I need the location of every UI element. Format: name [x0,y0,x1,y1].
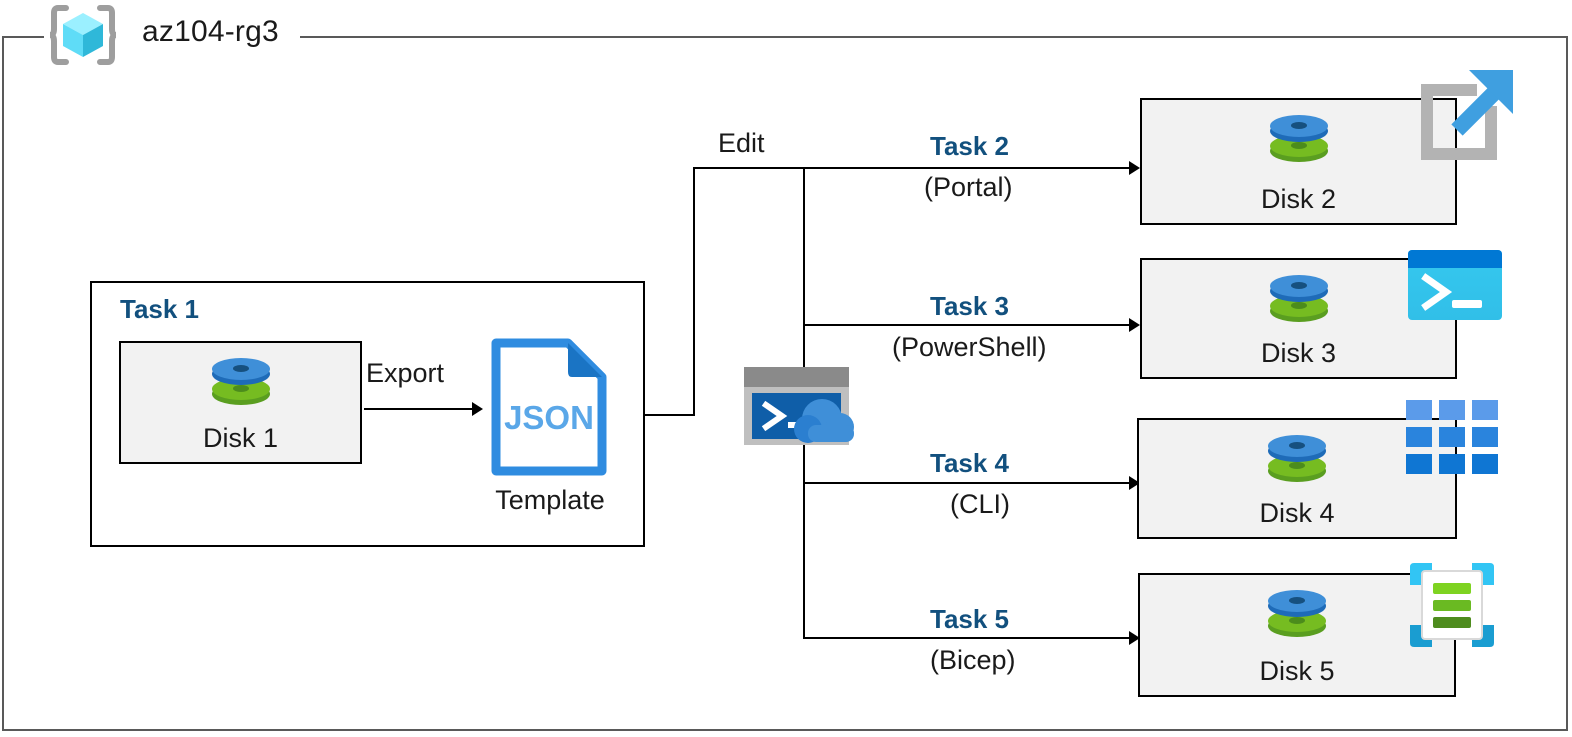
disk-3-box[interactable]: Disk 3 [1140,258,1457,379]
trunk-segment-from-template [645,414,695,416]
task4-method: (CLI) [950,489,1010,519]
export-arrow-line [364,408,474,410]
disk-5-caption: Disk 5 [1259,656,1335,686]
disk-4-caption: Disk 4 [1259,498,1335,528]
task4-arrow-line [803,482,1133,484]
task4-arrow-head [1129,476,1140,490]
disk-1-caption: Disk 1 [202,423,278,453]
disk-2-caption: Disk 2 [1260,184,1336,214]
disk-3-caption: Disk 3 [1260,338,1336,368]
task3-label: Task 3 [930,291,1010,321]
bicep-icon[interactable] [1406,559,1498,656]
task1-label: Task 1 [120,294,200,324]
resource-group-name: az104-rg3 [142,15,279,48]
resource-group-cube-icon [48,2,118,68]
task5-label: Task 5 [930,604,1010,634]
trunk-segment-riser [693,167,695,416]
task5-arrow-line [803,637,1133,639]
disk-1-box[interactable]: Disk 1 [119,341,362,464]
task2-method: (Portal) [924,172,1013,202]
json-file-icon[interactable]: JSON [490,337,608,477]
export-label: Export [366,358,445,388]
task2-arrow-head [1129,161,1140,175]
resource-group-border-right [1566,36,1568,731]
task5-arrow-head [1129,631,1140,645]
cloud-shell-icon[interactable] [744,367,864,445]
task3-method: (PowerShell) [892,332,1047,362]
task5-method: (Bicep) [930,645,1016,675]
disk-icon [1269,114,1328,170]
disk-5-box[interactable]: Disk 5 [1138,573,1456,697]
task4-label: Task 4 [930,448,1010,478]
disk-icon [211,357,270,413]
task3-arrow-line [803,324,1133,326]
powershell-icon[interactable] [1408,250,1502,325]
task3-arrow-head [1129,318,1140,332]
template-caption: Template [495,485,605,515]
disk-icon [1268,589,1326,645]
resource-group-border-top-right [300,36,1568,38]
trunk-segment-top [693,167,1133,169]
export-arrow-head [472,402,483,416]
disk-2-box[interactable]: Disk 2 [1140,98,1457,225]
disk-icon [1269,274,1328,330]
task2-label: Task 2 [930,131,1010,161]
disk-icon [1268,434,1326,490]
json-file-type: JSON [504,399,594,436]
resource-group-border-bottom [2,729,1568,731]
disk-4-box[interactable]: Disk 4 [1137,418,1457,539]
azure-portal-icon[interactable] [1409,62,1519,172]
edit-label: Edit [718,128,765,158]
resource-group-border-left [2,36,4,731]
resource-group-border-top-left [2,36,44,38]
azure-cli-icon[interactable] [1406,400,1498,479]
